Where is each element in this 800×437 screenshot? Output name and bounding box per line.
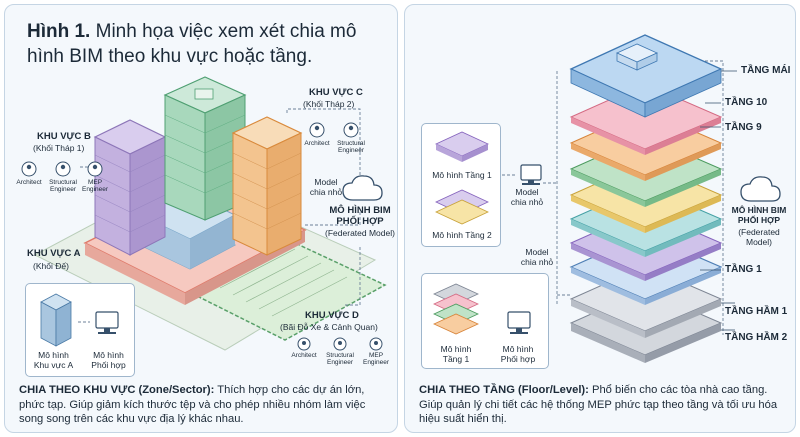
floor1-model-label: Mô hình Tầng 1	[432, 170, 492, 180]
split-model-label-1: Model chia nhỏ	[510, 187, 544, 207]
floor-label-1: TẦNG 1	[725, 264, 762, 275]
zone-b-role-1: Architect	[16, 179, 42, 186]
federated-model-label: MÔ HÌNH BIM PHỐI HỢP	[329, 205, 391, 227]
floor-label-10: TẦNG 10	[725, 97, 768, 108]
federated-model-sub: (Federated Model)	[738, 227, 780, 247]
zone-d-role-1: Architect	[291, 352, 317, 359]
zone-d-sub: (Bãi Đỗ Xe & Cảnh Quan)	[280, 322, 378, 332]
zone-d-label: KHU VỰC D	[305, 310, 359, 321]
split-model-label: Model chia nhỏ	[309, 177, 343, 197]
floor-stack-illustration	[502, 34, 781, 363]
floor-panel: Mô hình Tầng 1 Mô hình Tầng 2 Model chia…	[404, 4, 796, 433]
floor1-model-box-label: Mô hình Tầng 1	[440, 344, 472, 364]
figure-title: Hình 1. Minh họa việc xem xét chia mô hì…	[27, 21, 357, 67]
zone-d-roles: Architect Structural Engineer MEP Engine…	[290, 335, 395, 373]
zone-a-model-label: Mô hình Khu vực A	[33, 350, 74, 370]
coord-model-label: Mô hình Phối hợp	[91, 350, 126, 370]
floor-models-box: Mô hình Tầng 1 Mô hình Tầng 2	[421, 123, 501, 247]
floor-label-b2: TẦNG HẦM 2	[725, 332, 788, 343]
computer-icon	[507, 311, 531, 334]
zone-c-sub: (Khối Tháp 2)	[303, 99, 355, 109]
cloud-icon	[740, 176, 781, 202]
floor-label-b1: TẦNG HẦM 1	[725, 306, 788, 317]
zone-a-model-box: Mô hình Khu vực A Mô hình Phối hợp	[25, 283, 135, 377]
zone-d-role-3: MEP Engineer	[362, 352, 390, 366]
zone-c-role-2: Structural Engineer	[337, 140, 365, 154]
zone-panel: Hình 1. Minh họa việc xem xét chia mô hì…	[4, 4, 398, 433]
federated-model-sub: (Federated Model)	[325, 228, 395, 238]
floor2-model-label: Mô hình Tầng 2	[432, 230, 492, 240]
zone-c-role-1: Architect	[304, 140, 330, 147]
zone-c-label: KHU VỰC C	[309, 87, 363, 98]
federated-model-label: MÔ HÌNH BIM PHỐI HỢP	[731, 205, 787, 225]
zone-a-sub: (Khối Đế)	[33, 261, 69, 271]
floor-label-9: TẦNG 9	[725, 122, 762, 133]
zone-a-label: KHU VỰC A	[27, 248, 81, 259]
model-files-illustration	[40, 293, 119, 347]
coord-model-label: Mô hình Phối hợp	[500, 344, 536, 364]
zone-b-role-2: Structural Engineer	[49, 179, 77, 193]
zone-caption: CHIA THEO KHU VỰC (Zone/Sector): Thích h…	[19, 384, 366, 425]
computer-icon	[95, 311, 119, 334]
zone-b-role-3: MEP Engineer	[81, 179, 109, 193]
floor1-coord-box: Mô hình Tầng 1 Mô hình Phối hợp	[421, 273, 549, 369]
zone-b-label: KHU VỰC B	[37, 131, 91, 142]
zone-b-sub: (Khối Tháp 1)	[33, 143, 85, 153]
computer-icon	[520, 164, 542, 185]
floor-caption: CHIA THEO TẦNG (Floor/Level): Phổ biến c…	[419, 384, 778, 425]
zone-illustration	[33, 76, 387, 351]
zone-c-roles: Architect Structural Engineer	[304, 118, 375, 158]
floor-label-roof: TẦNG MÁI	[741, 65, 791, 76]
zone-b-roles: Architect Structural Engineer MEP Engine…	[16, 157, 108, 197]
split-model-label-2: Model chia nhỏ	[520, 247, 554, 267]
cloud-icon	[342, 175, 383, 201]
zone-d-role-2: Structural Engineer	[326, 352, 354, 366]
